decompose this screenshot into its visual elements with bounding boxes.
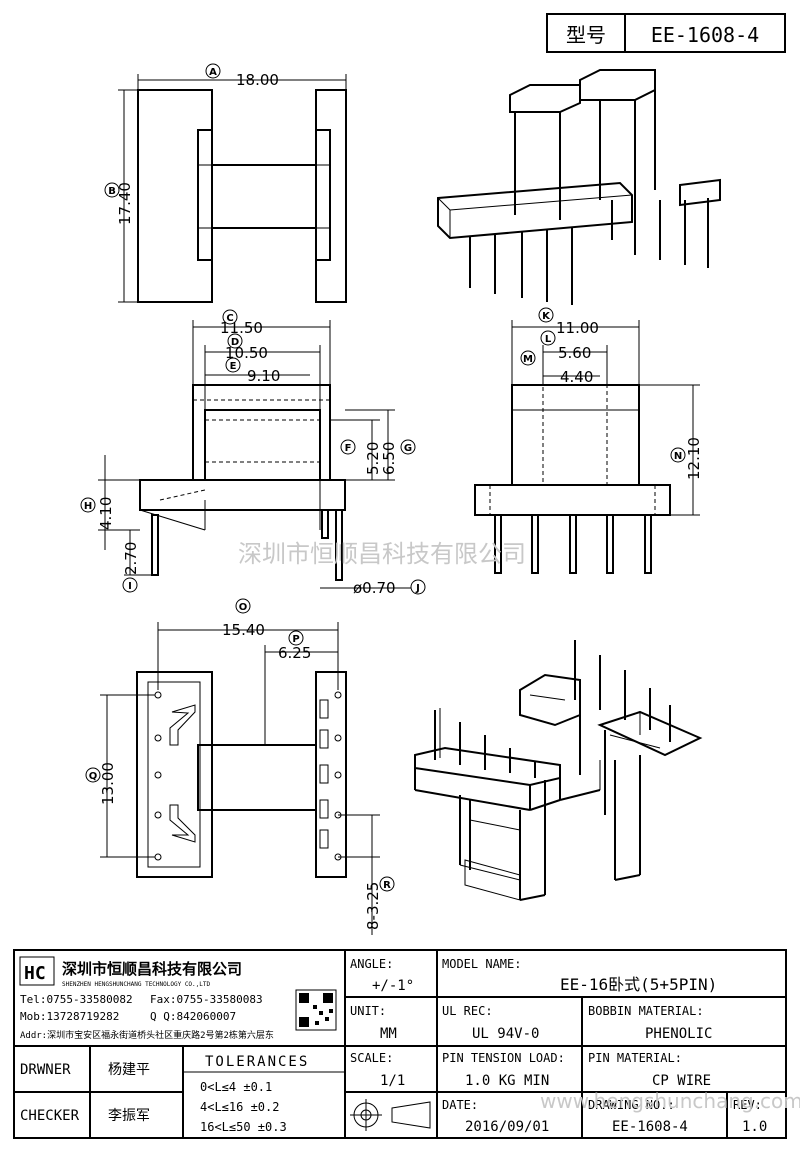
tolerance-row-1: 0<L≤4 ±0.1: [200, 1080, 272, 1094]
unit-label: UNIT:: [350, 1004, 386, 1018]
dim-j-value: ø0.70: [353, 579, 396, 597]
tolerance-row-2: 4<L≤16 ±0.2: [200, 1100, 279, 1114]
svg-text:E: E: [230, 361, 237, 372]
iso-view-top: [437, 69, 721, 305]
dim-a-value: 18.00: [236, 71, 279, 89]
pin-tension-value: 1.0 KG MIN: [465, 1073, 549, 1089]
unit-value: MM: [380, 1026, 397, 1042]
tolerances-label: TOLERANCES: [205, 1054, 309, 1070]
tolerance-row-3: 16<L≤50 ±0.3: [200, 1120, 287, 1134]
dim-h-value: 4.10: [97, 497, 115, 530]
dim-n-value: 12.10: [685, 437, 703, 480]
angle-label: ANGLE:: [350, 957, 393, 971]
dim-m-value: 4.40: [560, 368, 593, 386]
dim-g-value: 6.50: [380, 442, 398, 475]
svg-text:K: K: [542, 311, 551, 322]
dim-q-value: 13.00: [99, 762, 117, 805]
watermark-url: www.hengshunchang.com: [540, 1089, 800, 1113]
svg-text:O: O: [239, 602, 248, 613]
drawing-no-label: DRAWING NO.:: [588, 1098, 675, 1112]
svg-text:Q: Q: [89, 771, 98, 782]
dim-d-value: 10.50: [225, 344, 268, 362]
svg-text:B: B: [108, 186, 116, 197]
dim-o-value: 15.40: [222, 621, 265, 639]
projection-symbol-icon: [350, 1099, 431, 1131]
dim-k-value: 11.00: [556, 319, 599, 337]
checker-label: CHECKER: [20, 1108, 80, 1124]
drawer-label: DRWNER: [20, 1062, 71, 1078]
dim-b-value: 17.40: [116, 182, 134, 225]
svg-text:I: I: [128, 581, 132, 592]
rev-value: 1.0: [742, 1119, 767, 1135]
company-qq: Q Q:842060007: [150, 1010, 236, 1023]
bobbin-material-label: BOBBIN MATERIAL:: [588, 1004, 704, 1018]
pin-material-value: CP WIRE: [652, 1073, 711, 1089]
dim-f-value: 5.20: [364, 442, 382, 475]
scale-label: SCALE:: [350, 1051, 393, 1065]
svg-text:HC: HC: [24, 963, 46, 984]
svg-text:F: F: [345, 443, 352, 454]
dim-l-value: 5.60: [558, 344, 591, 362]
svg-text:D: D: [231, 337, 239, 348]
checker-value: 李振军: [108, 1108, 150, 1124]
header-model-label: 型号: [566, 23, 606, 47]
drawer-value: 杨建平: [108, 1062, 150, 1078]
date-label: DATE:: [442, 1098, 478, 1112]
dim-p-value: 6.25: [278, 644, 311, 662]
pin-material-label: PIN MATERIAL:: [588, 1051, 682, 1065]
date-value: 2016/09/01: [465, 1119, 549, 1135]
angle-value: +/-1°: [372, 978, 414, 994]
ul-rec-label: UL REC:: [442, 1004, 493, 1018]
iso-view-bottom: [414, 640, 703, 901]
drawing-no-value: EE-1608-4: [612, 1119, 688, 1135]
svg-text:M: M: [523, 354, 533, 365]
svg-text:J: J: [415, 583, 420, 594]
svg-text:L: L: [545, 334, 552, 345]
qr-code: [295, 989, 337, 1031]
pin-tension-label: PIN TENSION LOAD:: [442, 1051, 565, 1065]
front-view: 11.00 K 5.60 L 4.40 M 12.10 N: [474, 307, 703, 574]
company-name-en: SHENZHEN HENGSHUNCHANG TECHNOLOGY CO.,LT…: [62, 981, 210, 988]
company-mob: Mob:13728719282: [20, 1010, 119, 1023]
scale-value: 1/1: [380, 1073, 405, 1089]
side-view: 11.50 C 10.50 D 9.10 E 5.20 F 6.50 G 4.1…: [80, 309, 426, 597]
title-block: HC 深圳市恒顺昌科技有限公司 SHENZHEN HENGSHUNCHANG T…: [13, 949, 800, 1139]
svg-text:P: P: [292, 634, 299, 645]
company-fax: Fax:0755-33580083: [150, 993, 263, 1006]
svg-text:A: A: [209, 67, 217, 78]
dim-i-value: 2.70: [122, 542, 140, 575]
model-name-value: EE-16卧式(5+5PIN): [560, 975, 717, 994]
rev-label: REV:: [733, 1098, 762, 1112]
company-tel: Tel:0755-33580082: [20, 993, 133, 1006]
svg-text:N: N: [674, 451, 682, 462]
model-name-label: MODEL NAME:: [442, 957, 521, 971]
company-name-cn: 深圳市恒顺昌科技有限公司: [62, 960, 242, 978]
header-model-value: EE-1608-4: [651, 23, 759, 47]
company-addr: Addr:深圳市宝安区福永街道桥头社区重庆路2号第2栋第六层东: [20, 1029, 274, 1041]
svg-text:H: H: [84, 501, 92, 512]
ul-rec-value: UL 94V-0: [472, 1026, 539, 1042]
svg-text:R: R: [383, 880, 391, 891]
svg-text:G: G: [404, 443, 412, 454]
bobbin-material-value: PHENOLIC: [645, 1026, 712, 1042]
bottom-view: 15.40 O 6.25 P 13.00 Q 8-3.25 R: [85, 598, 395, 935]
top-view: 18.00 A 17.40 B: [104, 63, 347, 303]
dim-e-value: 9.10: [247, 367, 280, 385]
svg-text:C: C: [226, 313, 233, 324]
watermark-text: 深圳市恒顺昌科技有限公司: [238, 540, 526, 568]
header-model-box: 型号 EE-1608-4: [546, 13, 786, 53]
dim-r-value: 8-3.25: [364, 882, 382, 930]
